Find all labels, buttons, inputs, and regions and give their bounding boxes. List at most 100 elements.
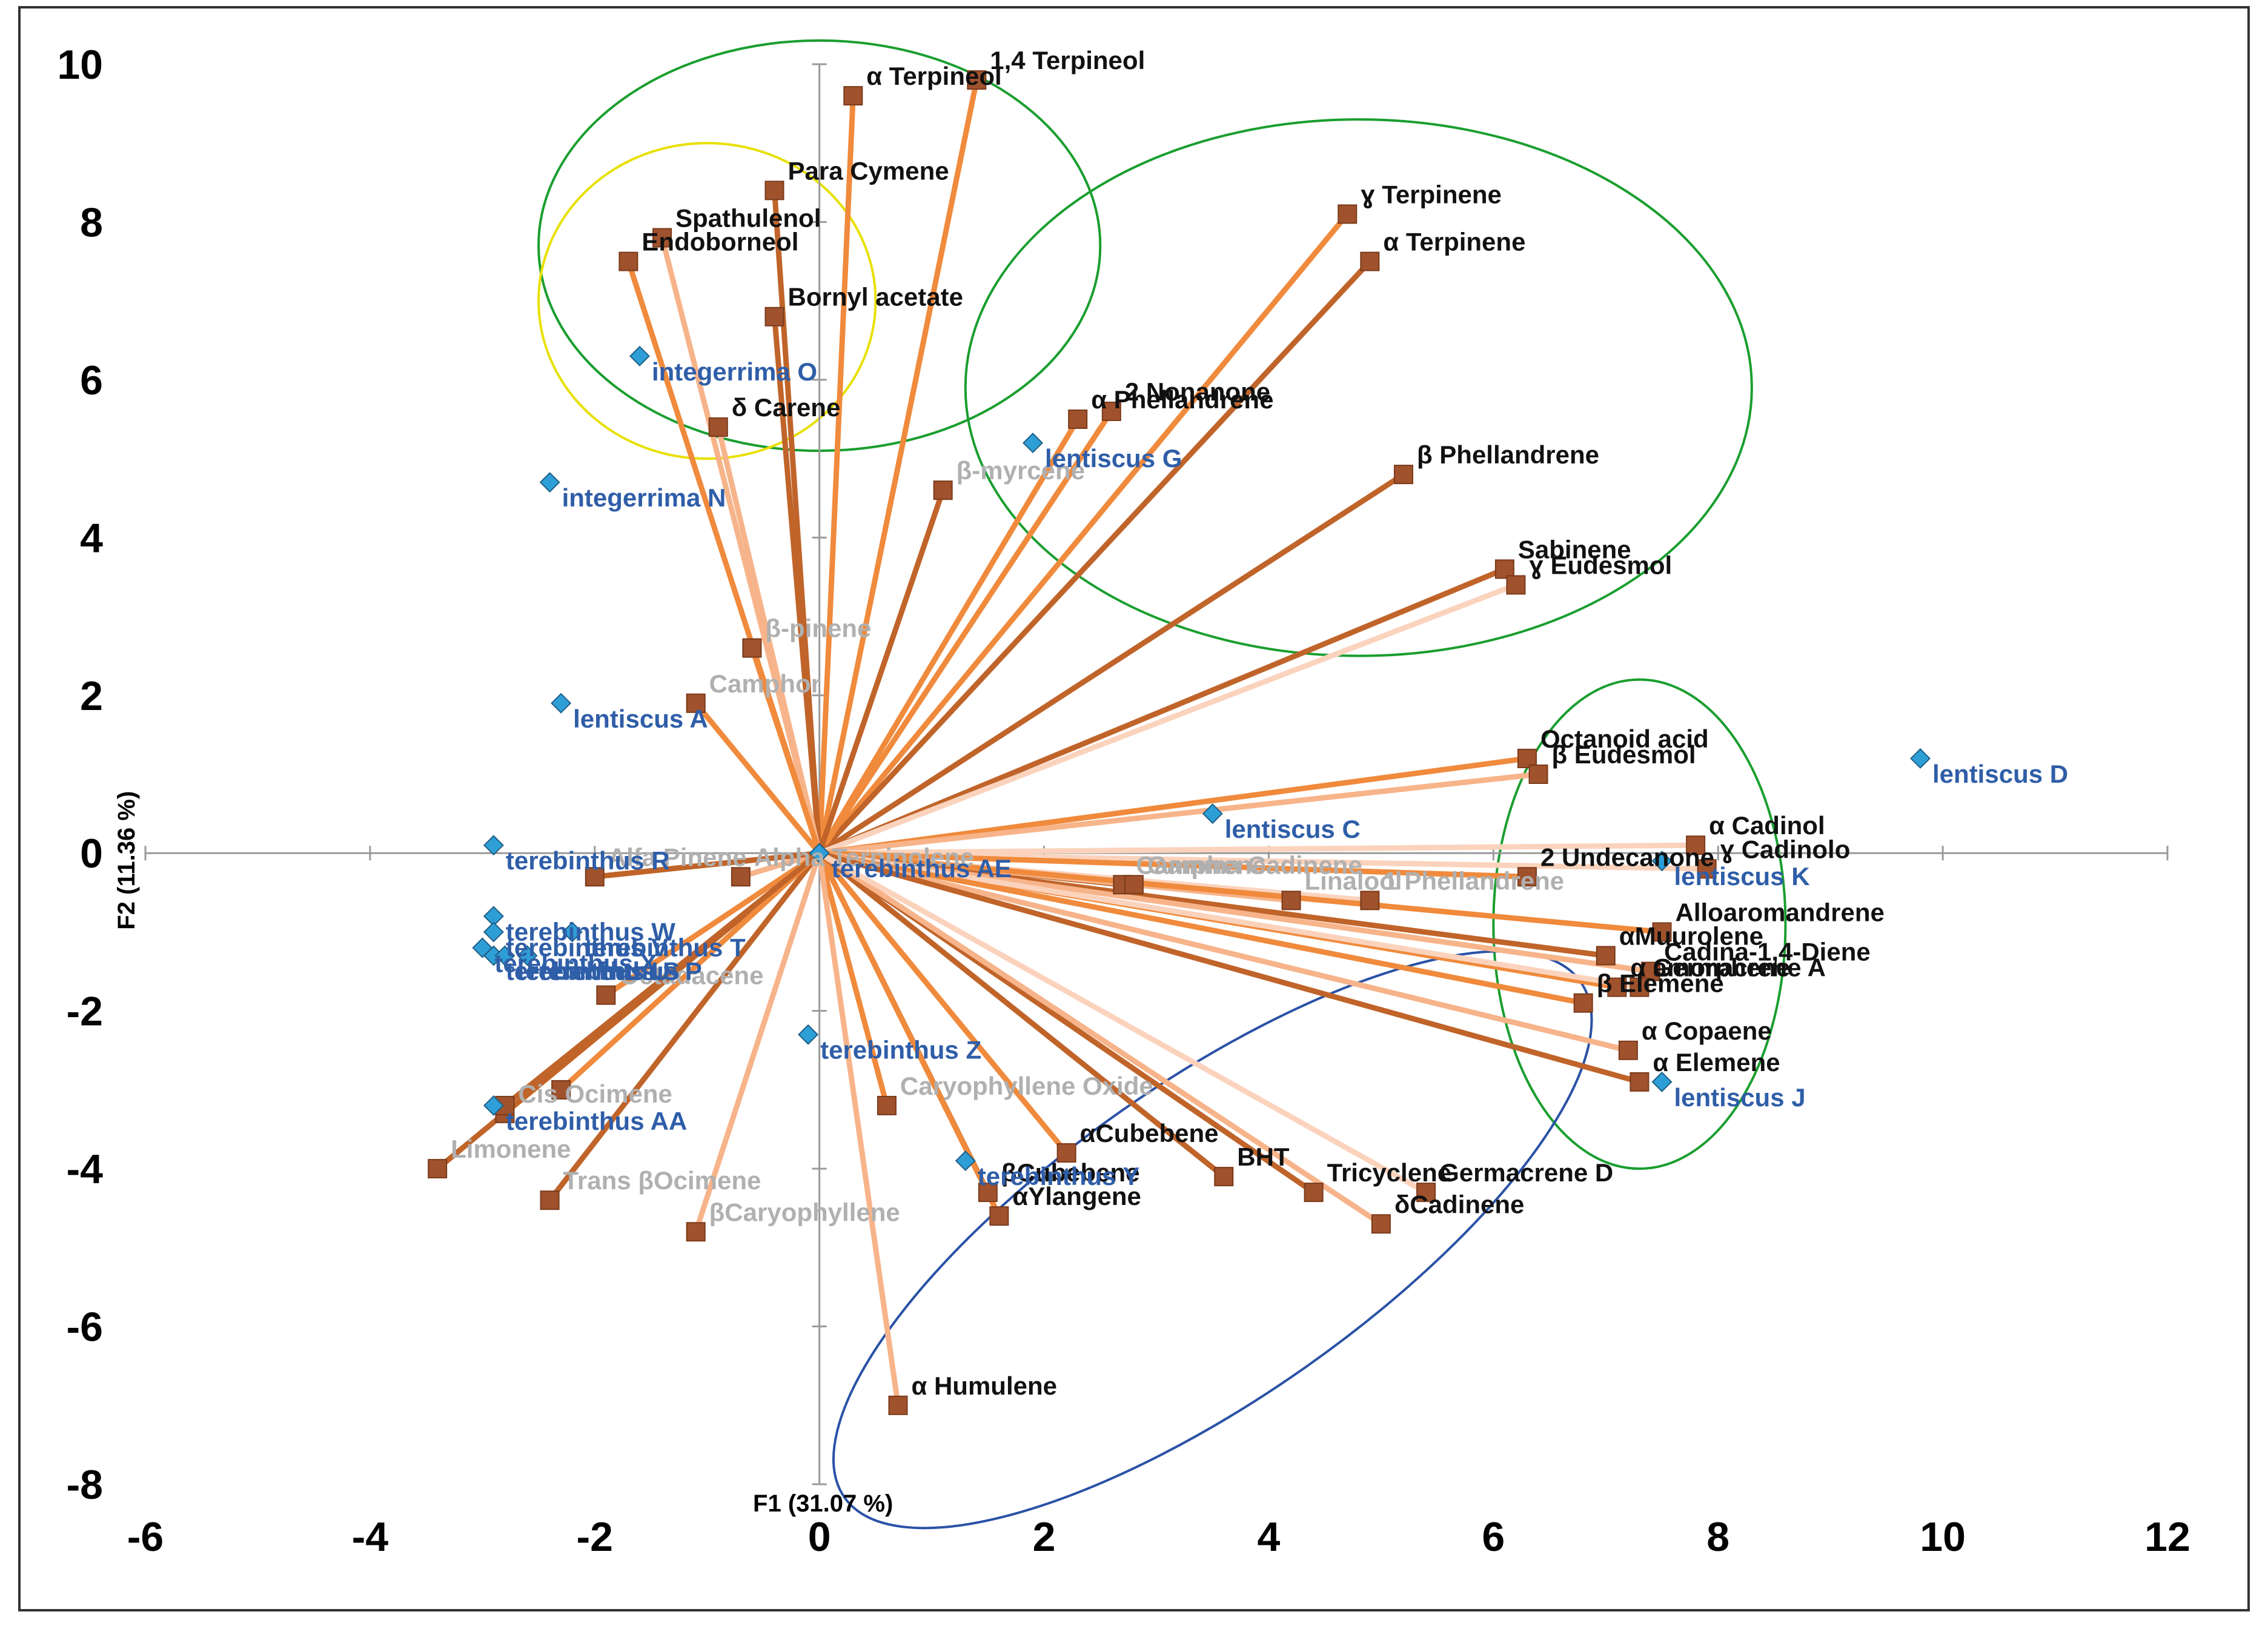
variable-marker <box>731 867 751 887</box>
green-cluster-ellipse <box>1492 678 1787 1170</box>
variable-label: Octanoid acid <box>1540 725 1709 753</box>
observation-marker <box>551 692 572 714</box>
x-axis-title: F1 (31.07 %) <box>753 1490 893 1517</box>
observation-label: integerrima O <box>652 357 817 386</box>
observation-label: lentiscus G <box>1045 444 1182 473</box>
variable-marker <box>1360 251 1380 271</box>
variable-marker <box>764 181 784 201</box>
variable-marker <box>1607 977 1627 997</box>
variable-label: αCubebene <box>1080 1119 1219 1147</box>
y-tick-label: -4 <box>67 1146 104 1192</box>
vector-eudesmol <box>817 771 1542 856</box>
x-tick-label: 4 <box>1258 1514 1281 1560</box>
observation-marker <box>955 1150 976 1172</box>
variable-label: α Copaene <box>1642 1017 1772 1045</box>
y-tick-label: 6 <box>80 357 103 403</box>
observation-label: lentiscus C <box>1225 815 1361 843</box>
variable-label: Sabinene <box>1518 535 1631 563</box>
variable-marker <box>888 1395 908 1415</box>
y-tick-label: 2 <box>80 673 103 719</box>
vector-unlabeled <box>558 850 823 1093</box>
variable-label: Octadacene <box>619 961 763 990</box>
variable-marker <box>1517 748 1537 768</box>
variable-label: Germacrene D <box>1439 1158 1613 1187</box>
observation-label: terebinthus U <box>506 957 670 986</box>
variable-label: α Cadinol <box>1709 811 1825 840</box>
points <box>428 70 1931 1415</box>
variable-label: Alpha Terpinolene <box>754 843 974 871</box>
variable-label: Cis Ocimene <box>518 1080 672 1108</box>
observation-marker <box>483 1095 504 1116</box>
observation-marker <box>1910 748 1931 769</box>
variable-marker <box>596 985 616 1005</box>
vector-terpineol <box>817 93 856 856</box>
variable-label: Camphene <box>1136 851 1266 879</box>
variable-marker <box>1618 1040 1638 1060</box>
variable-marker <box>933 480 953 500</box>
variable-label: α Humulene <box>911 1372 1057 1400</box>
vector-cubebene <box>817 850 1070 1156</box>
green-cluster-ellipse <box>964 118 1753 657</box>
observation-label: terebinthus R <box>506 846 670 875</box>
observation-label: terebinthus V <box>506 933 668 961</box>
variable-marker <box>1652 922 1672 942</box>
vector-1-4-terpineol <box>817 77 980 856</box>
variable-marker <box>1630 1072 1650 1092</box>
variable-label: Trans βOcimene <box>563 1166 761 1195</box>
variable-marker <box>551 1080 571 1100</box>
observation-marker <box>483 835 504 856</box>
vector-humulene <box>817 850 901 1409</box>
variable-marker <box>708 417 728 437</box>
vector-pinene <box>749 645 823 856</box>
variable-marker <box>989 1206 1009 1226</box>
observation-marker <box>809 843 830 864</box>
vector-eudesmol <box>817 582 1519 856</box>
vector-phellandrene <box>817 416 1081 856</box>
variable-marker <box>1101 401 1121 421</box>
variable-label: β Phellandrene <box>1417 440 1599 469</box>
vector-carene <box>715 424 823 856</box>
vector-elemene <box>817 850 1642 1085</box>
variable-label: Germacrene A <box>1653 954 1826 982</box>
x-tick-label: 10 <box>1920 1514 1966 1560</box>
observation-label: terebinthus W <box>506 917 675 946</box>
observation-label: lentiscus D <box>1932 760 2068 788</box>
variable-label: Spathulenol <box>675 204 821 232</box>
variable-label: βCaryophyllene <box>709 1198 900 1226</box>
variable-marker <box>1214 1167 1234 1187</box>
variable-label: α amorphene <box>1630 954 1790 982</box>
variable-marker <box>1416 1183 1436 1203</box>
variable-marker <box>686 1222 706 1242</box>
vector-bht <box>817 850 1227 1180</box>
x-tick-label: 6 <box>1482 1514 1505 1560</box>
variable-label: δ Carene <box>732 393 841 422</box>
variable-marker <box>967 70 987 90</box>
observation-marker <box>1651 851 1673 872</box>
variable-label: 2 Undecanone <box>1540 843 1714 871</box>
variable-label: β Elemene <box>1597 969 1724 998</box>
y-tick-label: 10 <box>57 42 103 88</box>
observation-label: terebinthus P <box>540 957 702 986</box>
observation-label: terebinthus X <box>494 949 657 977</box>
variable-label: Para Cymene <box>788 156 949 185</box>
vector-elemene <box>817 850 1587 1006</box>
variable-label: ɣ Eudesmol <box>1529 551 1672 579</box>
x-tick-label: -2 <box>577 1514 613 1560</box>
variable-label: α Elemene <box>1653 1048 1780 1077</box>
vector-alfa-pinene <box>592 850 823 880</box>
observation-label: terebinthus S <box>517 957 679 986</box>
variable-label: Tricyclene <box>1327 1158 1451 1187</box>
variable-label: β-myrcene <box>957 456 1085 485</box>
variable-marker <box>686 693 706 713</box>
observation-label: lentiscus A <box>573 705 708 733</box>
variable-marker <box>1494 559 1514 579</box>
observation-marker <box>483 921 504 943</box>
vector-2-nonanone <box>817 408 1115 856</box>
observation-marker <box>483 906 504 927</box>
observation-marker <box>539 472 560 493</box>
variable-marker <box>618 251 638 271</box>
variable-marker <box>742 638 762 658</box>
observation-label: lentiscus K <box>1674 862 1810 891</box>
variable-label: Alloaromandrene <box>1676 898 1885 926</box>
variable-marker <box>1371 1214 1391 1234</box>
